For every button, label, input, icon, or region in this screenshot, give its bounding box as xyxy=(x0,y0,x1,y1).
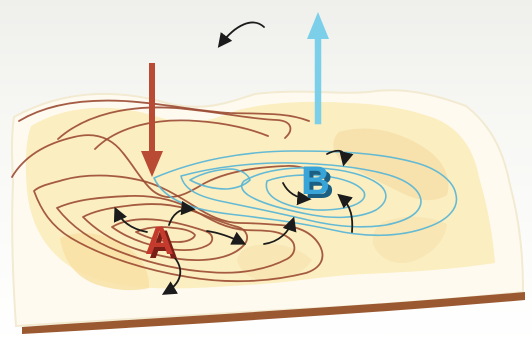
ascending-arrow-head xyxy=(307,12,329,39)
upper-circulation-arrow xyxy=(220,23,264,45)
map-base xyxy=(12,90,525,334)
low-pressure-label: B xyxy=(301,159,330,203)
high-pressure-label: A xyxy=(145,219,174,263)
